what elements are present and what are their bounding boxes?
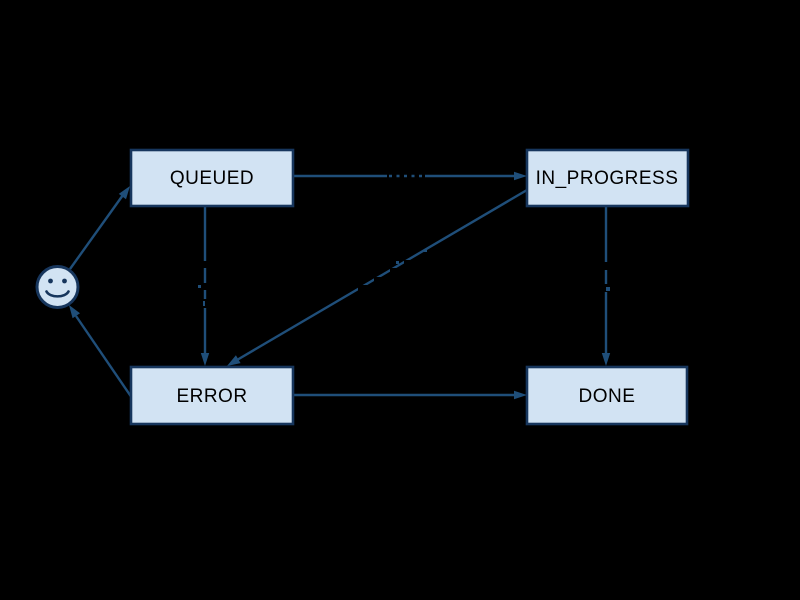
smiley-mouth	[45, 290, 70, 298]
node-error: ERROR	[129, 365, 295, 426]
node-error-label: ERROR	[176, 386, 247, 407]
node-queued: QUEUED	[129, 148, 295, 208]
smiley-head	[35, 265, 80, 309]
edge-label-occlusion	[601, 262, 611, 270]
arrowhead-error-to-done	[514, 390, 527, 400]
edge-label-occlusion	[424, 249, 427, 252]
arrowhead-start-to-queued	[118, 186, 130, 200]
edge-label-occlusion	[358, 285, 367, 292]
edge-label-occlusion	[198, 285, 201, 288]
edge-label-occlusion	[390, 268, 398, 275]
smiley-face-icon	[35, 265, 80, 309]
node-in-progress: IN_PROGRESS	[525, 148, 690, 208]
smiley-right-eye	[62, 278, 67, 284]
smiley-left-eye	[48, 278, 53, 284]
node-in-progress-box	[525, 148, 690, 208]
node-done-box	[525, 365, 689, 426]
edge-label-occlusion	[200, 261, 210, 268]
node-done: DONE	[525, 365, 689, 426]
edges	[69, 171, 611, 400]
node-in-progress-label: IN_PROGRESS	[536, 168, 679, 189]
edge-error-to-start	[75, 315, 133, 399]
arrowhead-queued-to-inprogress	[514, 171, 527, 181]
node-queued-label: QUEUED	[170, 168, 254, 189]
arrowhead-inprogress-to-error	[227, 355, 241, 366]
node-queued-box	[129, 148, 295, 208]
edge-inprogress-to-error	[236, 188, 528, 362]
edge-label-occlusion	[203, 301, 205, 306]
arrowhead-error-to-start	[69, 305, 80, 319]
edge-label-occlusion	[606, 287, 610, 291]
node-done-label: DONE	[579, 386, 636, 407]
edge-label-occlusion	[404, 260, 412, 267]
edge-label-occlusion	[396, 261, 399, 264]
arrowhead-inprogress-to-done	[601, 353, 611, 366]
edge-start-to-queued	[69, 194, 124, 270]
edge-label-occlusion	[374, 277, 383, 284]
arrowhead-queued-to-error	[200, 353, 210, 366]
edge-label-occlusions	[198, 170, 611, 308]
node-error-box	[129, 365, 295, 426]
edge-label-occlusion	[200, 283, 210, 290]
